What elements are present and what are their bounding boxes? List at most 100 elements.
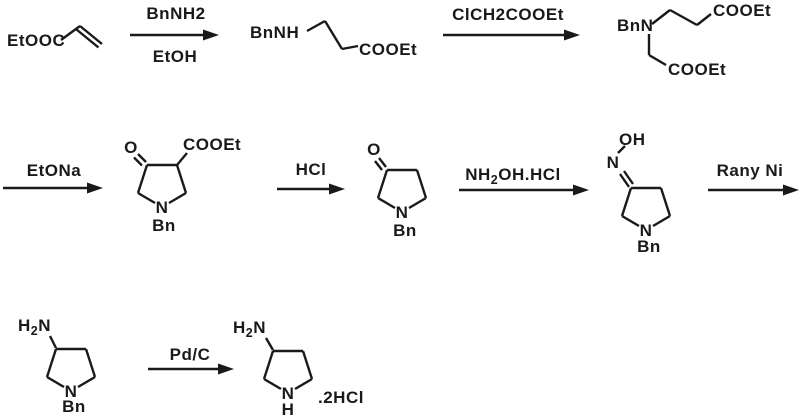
ring-bond — [262, 350, 275, 380]
ring-bond — [301, 350, 314, 380]
ring-bond — [263, 377, 282, 391]
reagent-label: Rany Ni — [717, 161, 784, 180]
ring-nitrogen-label: N — [65, 382, 78, 401]
ketone-oxygen-label: O — [124, 138, 138, 157]
double-bond-line — [133, 156, 143, 167]
double-bond-line — [374, 160, 383, 171]
ring-bond — [659, 187, 672, 217]
benzyl-label: Bn — [637, 237, 661, 256]
amine-label: BnNH — [250, 23, 299, 42]
ester-label: COOEt — [668, 60, 726, 79]
benzyl-label: Bn — [152, 216, 176, 235]
reagent-label: HCl — [296, 160, 327, 179]
benzyl-label: Bn — [62, 397, 86, 416]
double-bond-line — [623, 170, 634, 185]
arrow-head — [573, 184, 589, 196]
benzyl-label: Bn — [393, 221, 417, 240]
ring-bond — [377, 196, 396, 210]
ring-bond — [408, 196, 427, 210]
ring-nitrogen-label: N — [282, 384, 295, 403]
ring-nitrogen-label: N — [396, 203, 409, 222]
molecule-aminopyrrolidine-dihydrochloride: H2N N H .2HCl — [233, 318, 364, 419]
ketone-oxygen-label: O — [367, 140, 381, 159]
reagent-label: NH2OH.HCl — [465, 165, 561, 187]
arrow-step6: Rany Ni — [708, 161, 799, 196]
ring-bond — [652, 214, 671, 228]
ring-bond — [415, 169, 428, 199]
bond — [696, 13, 712, 26]
hydroxyl-label: OH — [619, 130, 646, 149]
bond — [48, 335, 58, 349]
bond — [306, 19, 326, 33]
reagent-label: BnNH2 — [146, 4, 205, 23]
amine-subscript: 2 — [31, 324, 38, 338]
ester-label: COOEt — [359, 40, 417, 59]
bond — [264, 337, 275, 351]
reagent-part: OH.HCl — [498, 165, 561, 184]
ring-nitrogen-label: N — [156, 198, 169, 217]
amine-label: H2N — [18, 316, 51, 338]
ring-bond — [620, 187, 633, 217]
bond — [341, 44, 359, 51]
ester-label: COOEt — [183, 135, 241, 154]
bond — [617, 145, 626, 154]
arrow-step7: Pd/C — [148, 345, 234, 375]
amine-label: BnN — [617, 16, 653, 35]
double-bond-line — [378, 157, 387, 168]
molecule-oxime-pyrrolidine: N Bn N OH — [607, 130, 672, 256]
arrow-head — [329, 183, 345, 195]
nh-hydrogen-label: H — [282, 400, 295, 419]
ring-bond — [294, 377, 313, 391]
ring-bond — [77, 375, 96, 389]
double-bond-line — [137, 153, 147, 163]
amine-part: N — [253, 318, 266, 337]
arrow-head — [87, 182, 103, 194]
arrow-head — [203, 29, 219, 41]
ester-label: COOEt — [713, 1, 771, 20]
arrow-step4: HCl — [277, 160, 345, 195]
double-bond-line — [619, 173, 630, 188]
ring-bond — [376, 169, 389, 199]
bond — [669, 8, 698, 27]
double-bond-line — [79, 25, 103, 45]
reagent-label: EtONa — [27, 161, 82, 180]
ring-nitrogen-label: N — [640, 221, 653, 240]
arrow-step2: ClCH2COOEt — [443, 5, 580, 41]
bond — [651, 9, 671, 25]
arrow-step3: EtONa — [3, 161, 103, 194]
amine-part: H — [233, 318, 246, 337]
ring-bond — [84, 348, 97, 378]
molecule-ketoester-pyrrolidine: N Bn O COOEt — [124, 135, 241, 235]
reagent-subscript: 2 — [491, 173, 498, 187]
bond — [176, 152, 188, 166]
arrow-head — [218, 363, 234, 375]
ring-bond — [46, 375, 65, 389]
salt-label: .2HCl — [318, 388, 364, 407]
solvent-label: EtOH — [153, 47, 198, 66]
reagent-part: NH — [465, 165, 491, 184]
bond — [323, 20, 344, 50]
molecule-benzyl-pyrrolidinone: N Bn O — [367, 140, 428, 240]
amine-part: H — [18, 316, 31, 335]
molecule-diester: BnN COOEt COOEt — [617, 1, 771, 79]
molecule-benzylamino-ester: BnNH COOEt — [250, 19, 417, 59]
molecule-ethyl-acrylate: EtOOC — [7, 25, 103, 50]
ring-bond — [175, 164, 188, 194]
reagent-label: ClCH2COOEt — [452, 5, 564, 24]
ring-bond — [136, 164, 149, 194]
ring-bond — [45, 348, 58, 378]
arrow-head — [564, 29, 580, 41]
arrow-head — [783, 184, 799, 196]
bond — [60, 25, 81, 41]
amine-label: H2N — [233, 318, 266, 340]
ring-bond — [621, 214, 640, 228]
molecule-benzyl-aminopyrrolidine: H2N N Bn — [18, 316, 97, 416]
arrow-step1: BnNH2 EtOH — [130, 4, 219, 66]
arrow-step5: NH2OH.HCl — [459, 165, 589, 196]
amine-part: N — [38, 316, 51, 335]
ester-label: EtOOC — [7, 31, 65, 50]
ring-bond — [137, 191, 156, 205]
ring-bond — [168, 191, 187, 205]
